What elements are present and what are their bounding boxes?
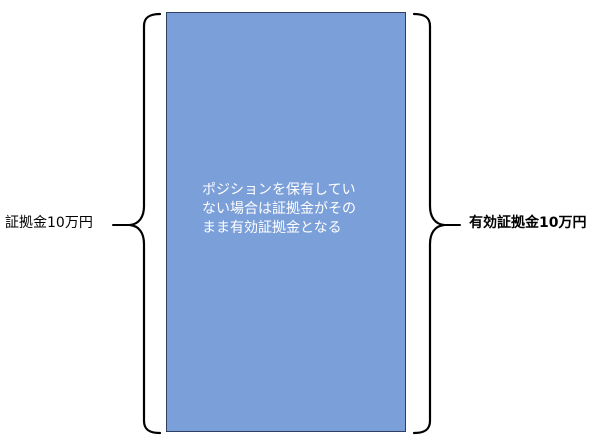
center-explanation: ポジションを保有してい ない場合は証拠金がその まま有効証拠金となる bbox=[202, 181, 392, 238]
center-text-line-2: ない場合は証拠金がその bbox=[202, 201, 356, 217]
right-curly-brace-icon bbox=[412, 12, 446, 435]
center-text-line-3: まま有効証拠金となる bbox=[202, 220, 342, 236]
margin-box: ポジションを保有してい ない場合は証拠金がその まま有効証拠金となる bbox=[166, 12, 406, 432]
center-text-line-1: ポジションを保有してい bbox=[202, 182, 356, 198]
right-effective-margin-label: 有効証拠金10万円 bbox=[469, 215, 587, 231]
left-curly-brace-icon bbox=[128, 12, 162, 435]
left-margin-label: 証拠金10万円 bbox=[5, 215, 93, 231]
